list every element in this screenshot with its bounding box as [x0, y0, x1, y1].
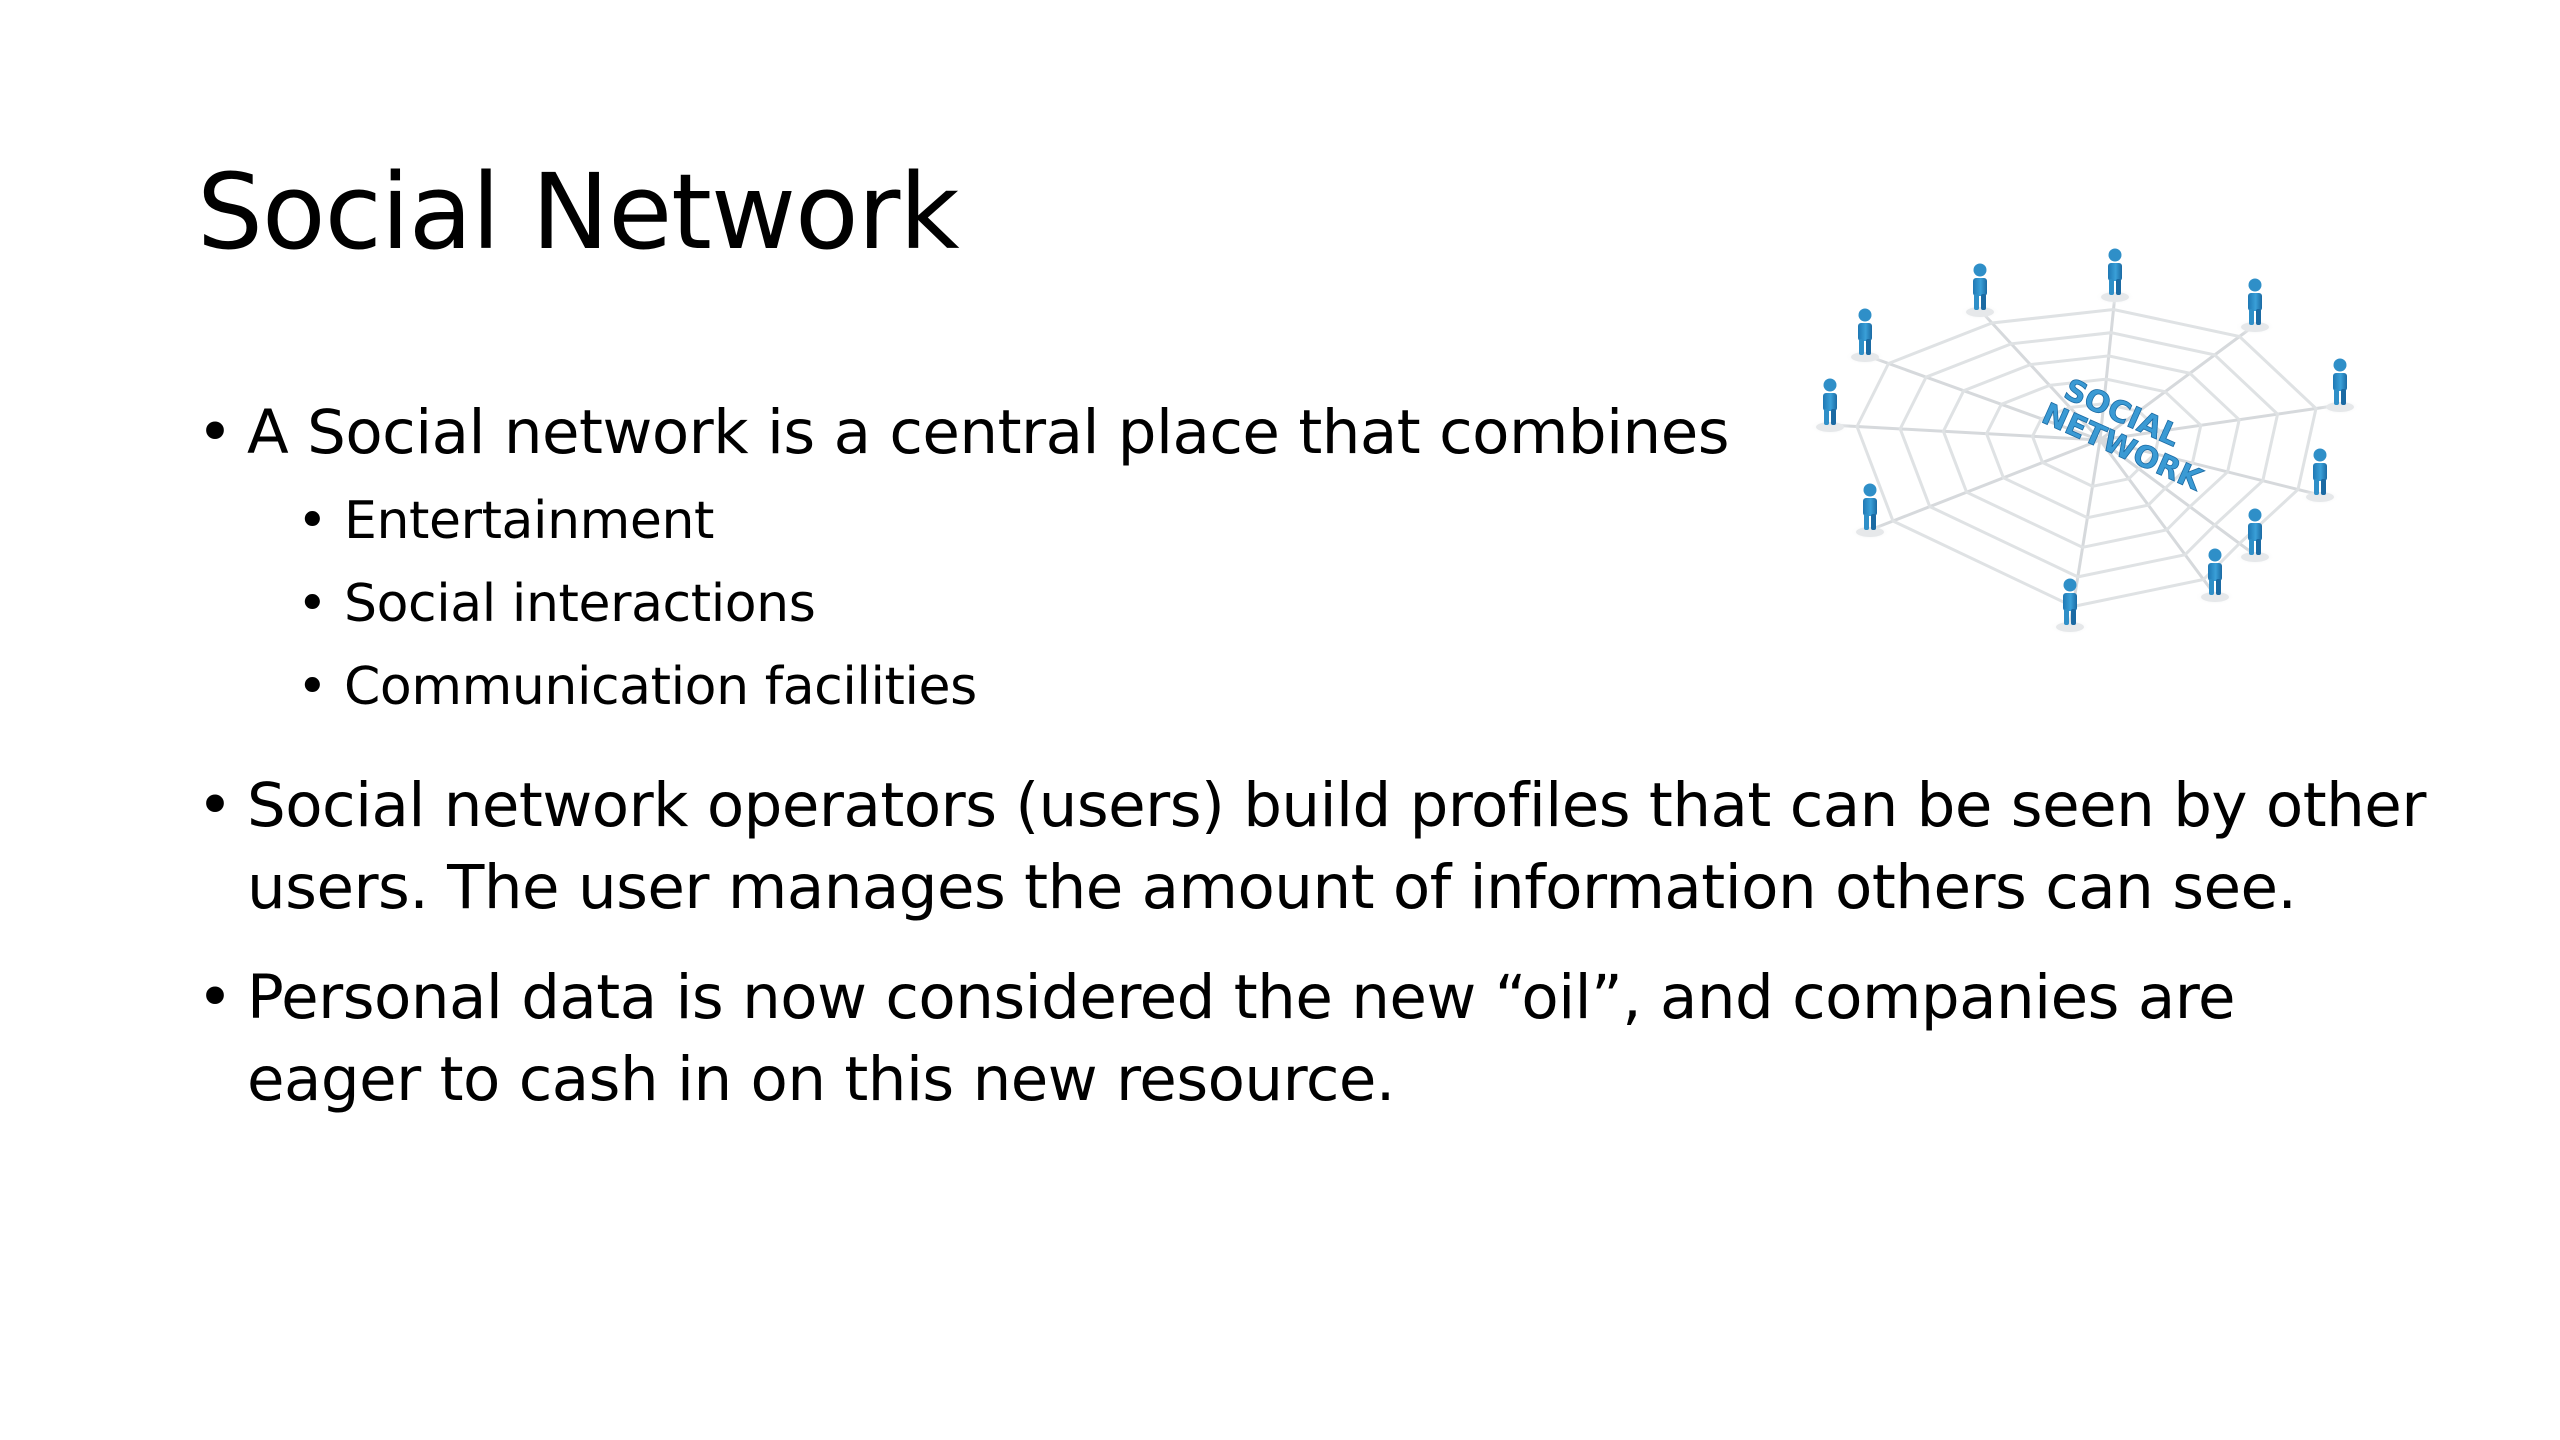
bullet-dot-icon: • — [197, 770, 233, 841]
person-icon — [1810, 378, 1850, 435]
person-icon — [2095, 248, 2135, 305]
person-icon — [2195, 548, 2235, 605]
bullet-item: • Personal data is now considered the ne… — [197, 957, 2347, 1121]
person-icon — [2050, 578, 2090, 635]
social-network-web-illustration: SOCIAL NETWORK — [1810, 248, 2360, 635]
sub-bullet-text: Communication facilities — [344, 657, 977, 717]
bullet-dot-icon: • — [197, 962, 233, 1033]
bullet-item: • Social network operators (users) build… — [197, 765, 2427, 929]
bullet-text: Personal data is now considered the new … — [247, 962, 2235, 1115]
bullet-dot-icon: • — [297, 491, 328, 551]
sub-bullet-text: Social interactions — [344, 574, 816, 634]
bullet-list: • A Social network is a central place th… — [197, 392, 2426, 1121]
bullet-dot-icon: • — [197, 397, 233, 468]
person-icon — [1850, 483, 1890, 540]
sub-bullet-text: Entertainment — [344, 491, 715, 551]
bullet-dot-icon: • — [297, 657, 328, 717]
bullet-text: Social network operators (users) build p… — [247, 770, 2426, 923]
sub-bullet-list: • Entertainment • Social interactions • … — [247, 480, 1797, 729]
person-icon — [2320, 358, 2360, 415]
slide-title: Social Network — [197, 151, 960, 273]
person-icon — [2300, 448, 2340, 505]
sub-bullet-item: • Entertainment — [247, 480, 1797, 563]
sub-bullet-item: • Communication facilities — [247, 646, 1797, 729]
person-icon — [1960, 263, 2000, 320]
person-icon — [2235, 508, 2275, 565]
web-lines — [1829, 294, 2341, 626]
bullet-dot-icon: • — [297, 574, 328, 634]
bullet-item: • A Social network is a central place th… — [197, 392, 1797, 729]
person-icon — [1845, 308, 1885, 365]
people-figures — [1810, 248, 2360, 635]
person-icon — [2235, 278, 2275, 335]
bullet-text: A Social network is a central place that… — [247, 397, 1730, 468]
sub-bullet-item: • Social interactions — [247, 563, 1797, 646]
